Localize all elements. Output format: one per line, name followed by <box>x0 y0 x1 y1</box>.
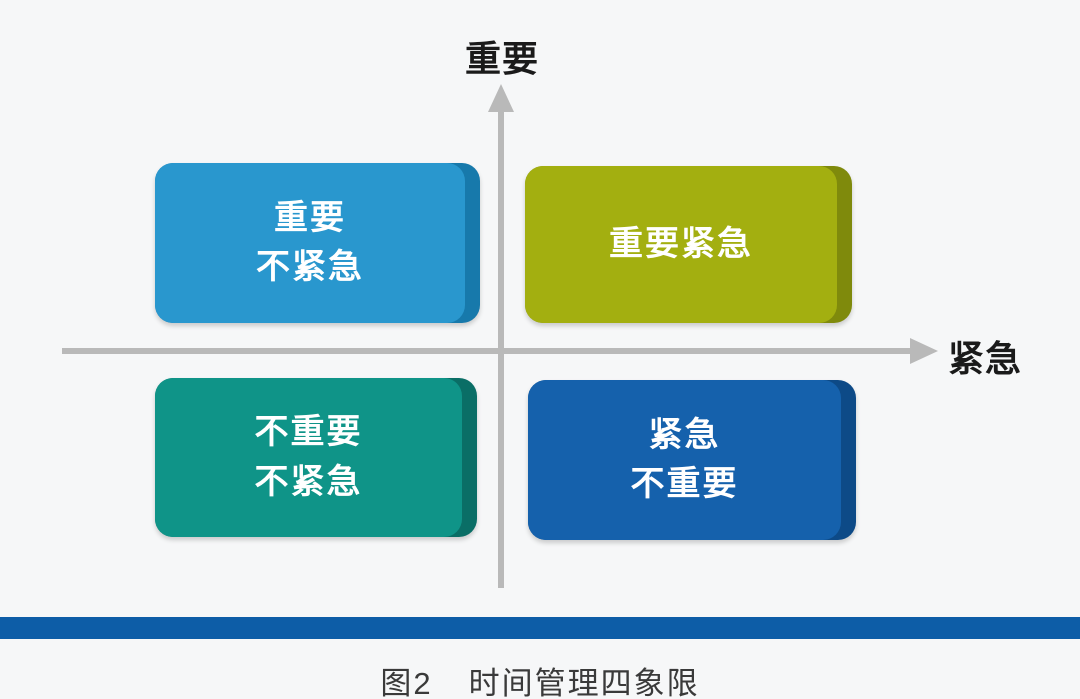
quadrant-label-line1: 不重要 <box>254 413 363 452</box>
quadrant-face: 重要紧急 <box>525 166 837 323</box>
quadrant-label-line2: 不紧急 <box>254 462 363 501</box>
y-axis-label: 重要 <box>464 38 539 79</box>
quadrant-label-line2: 不重要 <box>630 465 739 503</box>
figure-caption-title: 时间管理四象限 <box>468 666 700 699</box>
x-axis-line <box>62 348 914 354</box>
quadrant-label-line1: 重要紧急 <box>609 224 753 263</box>
figure-caption-label: 图2 <box>380 666 433 699</box>
quadrant-face: 紧急 不重要 <box>528 380 841 540</box>
divider-bar <box>0 617 1080 639</box>
quadrant-label-line1: 重要 <box>274 198 346 237</box>
x-axis-label: 紧急 <box>948 338 1023 379</box>
quadrant-urgent-not-important: 紧急 不重要 <box>528 380 856 540</box>
figure-caption: 图2 时间管理四象限 <box>0 658 1080 699</box>
arrow-up-icon <box>488 84 514 112</box>
quadrant-face: 重要 不紧急 <box>155 163 465 323</box>
arrow-right-icon <box>910 338 938 364</box>
quadrant-not-important-not-urgent: 不重要 不紧急 <box>155 378 477 537</box>
quadrant-face: 不重要 不紧急 <box>155 378 462 537</box>
quadrant-label-line2: 不紧急 <box>256 248 364 286</box>
quadrant-important-urgent: 重要紧急 <box>525 166 852 323</box>
quadrant-important-not-urgent: 重要 不紧急 <box>155 163 480 323</box>
quadrant-label-line1: 紧急 <box>648 415 721 454</box>
